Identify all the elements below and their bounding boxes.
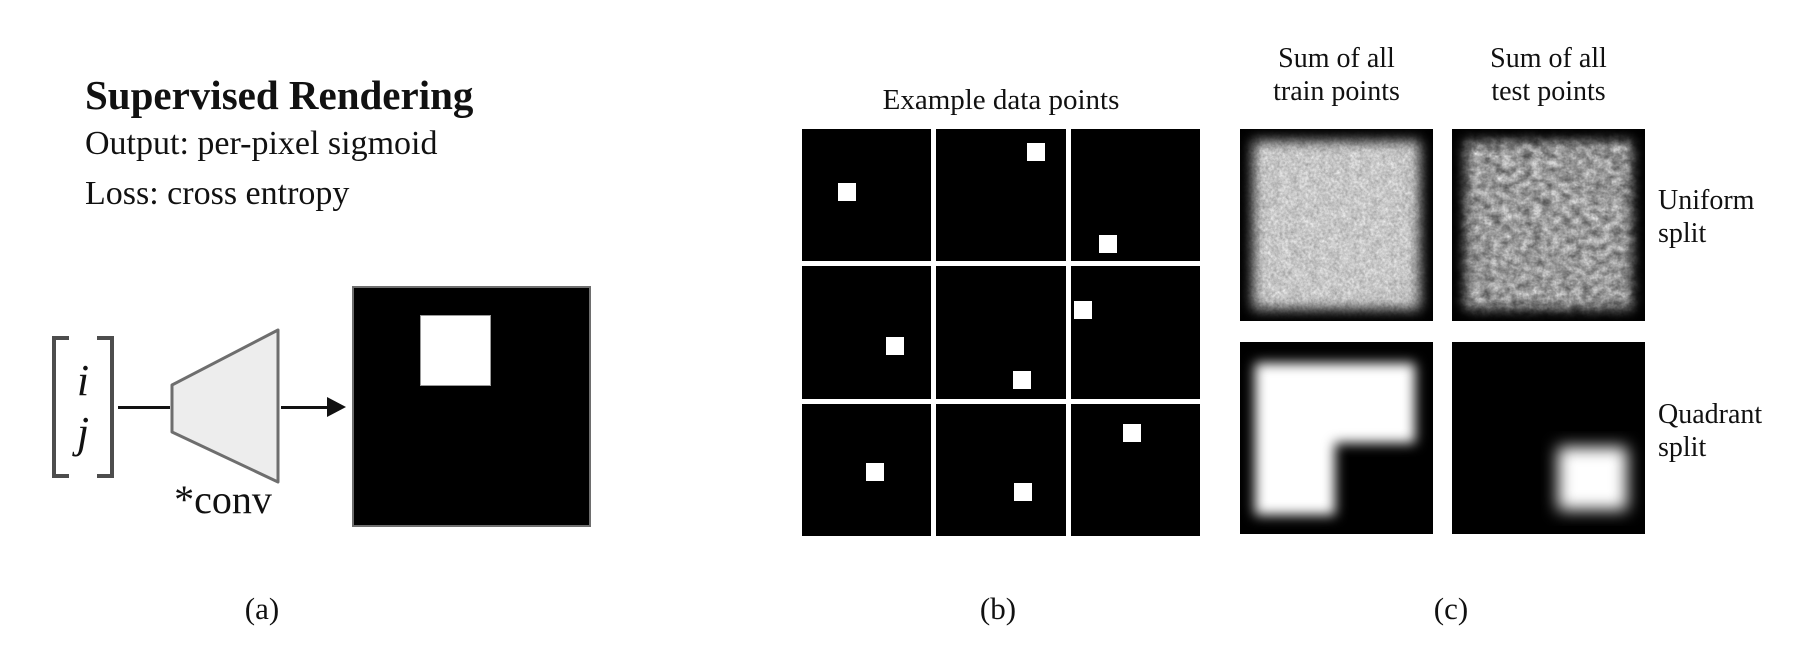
data-point-cell <box>802 403 932 536</box>
data-point-cell <box>802 266 932 399</box>
target-image <box>352 286 591 527</box>
pixel-marker <box>866 463 885 482</box>
header-train-line2: train points <box>1273 76 1400 107</box>
pixel-marker <box>886 337 905 356</box>
caption-b: (b) <box>979 591 1017 626</box>
vector-close-bracket-icon <box>97 336 114 478</box>
quadrant-split-line2: split <box>1658 432 1707 463</box>
caption-a: (a) <box>244 591 280 626</box>
header-train-sum: Sum of all train points <box>1240 42 1433 108</box>
vector-j-label: j <box>76 408 90 457</box>
pixel-marker <box>837 182 856 201</box>
data-point-cell <box>936 129 1066 262</box>
image-quadrant-test-sum <box>1452 342 1645 534</box>
data-point-cell <box>936 403 1066 536</box>
quadrant-split-line1: Quadrant <box>1658 399 1763 430</box>
image-uniform-train-sum <box>1240 129 1433 321</box>
vector-i-label: i <box>76 356 90 405</box>
pixel-marker <box>1026 142 1045 161</box>
panel-a-title: Supervised Rendering <box>85 72 474 118</box>
data-point-cell <box>1070 403 1200 536</box>
vector-open-bracket-icon <box>52 336 69 478</box>
coordinate-vector: i j <box>52 336 114 478</box>
image-uniform-test-sum <box>1452 129 1645 321</box>
header-test-line1: Sum of all <box>1490 43 1607 74</box>
label-quadrant-split: Quadrant split <box>1658 398 1818 464</box>
loss-spec-line: Loss: cross entropy <box>85 175 350 212</box>
output-arrow-line <box>281 406 329 409</box>
header-train-line1: Sum of all <box>1278 43 1395 74</box>
output-spec-line: Output: per-pixel sigmoid <box>85 125 438 162</box>
deconv-trapezoid-icon <box>170 328 280 484</box>
label-uniform-split: Uniform split <box>1658 184 1818 250</box>
conv-label: *conv <box>174 477 272 522</box>
uniform-split-line2: split <box>1658 218 1707 249</box>
image-quadrant-train-sum <box>1240 342 1433 534</box>
vector-values: i j <box>52 336 114 478</box>
target-white-square <box>419 315 491 386</box>
data-point-cell <box>936 266 1066 399</box>
caption-c: (c) <box>1433 591 1469 626</box>
pixel-marker <box>1123 423 1142 442</box>
pixel-marker <box>1014 482 1033 501</box>
pixel-marker <box>1099 234 1118 253</box>
example-grid <box>802 129 1200 536</box>
header-test-line2: test points <box>1491 76 1606 107</box>
uniform-split-line1: Uniform <box>1658 185 1755 216</box>
data-point-cell <box>1070 129 1200 262</box>
input-arrow-line <box>118 406 170 409</box>
data-point-cell <box>1070 266 1200 399</box>
data-point-cell <box>802 129 932 262</box>
pixel-marker <box>1012 370 1031 389</box>
example-data-points-title: Example data points <box>882 84 1120 116</box>
header-test-sum: Sum of all test points <box>1452 42 1645 108</box>
pixel-marker <box>1073 301 1092 320</box>
output-arrowhead-icon <box>327 397 346 417</box>
